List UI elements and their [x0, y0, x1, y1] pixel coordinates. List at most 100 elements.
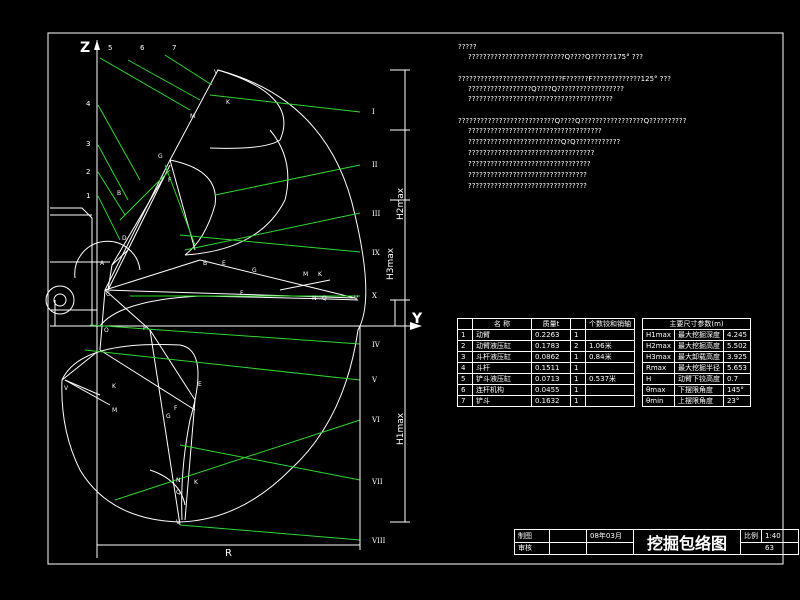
- part-number-4: 4: [86, 100, 91, 108]
- point-label-M-top: M: [190, 113, 195, 120]
- roman-X: X: [372, 292, 377, 300]
- part-number-7: 7: [172, 44, 176, 52]
- point-label-O: O: [104, 327, 109, 334]
- point-label-Q-low: Q: [176, 489, 181, 496]
- point-label-B-upper: B: [117, 190, 121, 197]
- point-label-D: D: [122, 235, 127, 242]
- point-label-A: A: [100, 260, 105, 267]
- parts-table-header: 名 称 质量t 个数铰和销轴: [457, 318, 635, 330]
- point-labels: V M K G F B D A C E B G F M K Q V N O P …: [64, 69, 359, 526]
- lower-inner-arc: [61, 343, 199, 521]
- r-label: R: [225, 548, 232, 559]
- outer-envelope: [61, 69, 367, 523]
- machine-base: [45, 207, 141, 326]
- roman-VI: VI: [371, 416, 380, 424]
- h2max-label: H2max: [396, 187, 406, 220]
- h1max-label: H1max: [396, 412, 406, 445]
- digging-arc: [99, 295, 359, 327]
- dimension-lines: [54, 69, 410, 550]
- envelope-curves: [61, 69, 367, 523]
- part-number-5: 5: [108, 44, 112, 52]
- part-number-6: 6: [140, 44, 145, 52]
- check-label: 审核: [514, 541, 550, 555]
- parts-header-name: 名 称: [472, 318, 532, 330]
- parts-header-pin: 个数铰和销轴: [585, 318, 635, 330]
- point-label-K-mid: K: [318, 271, 323, 278]
- roman-V: V: [371, 376, 378, 384]
- point-label-V-top: V: [214, 69, 219, 76]
- point-label-V-mid: V: [354, 295, 359, 302]
- dims-table-header: 主要尺寸参数(m): [641, 318, 752, 330]
- boom-structure: [64, 69, 356, 526]
- point-label-N-mid: N: [312, 295, 317, 302]
- point-label-K-low: K: [112, 383, 117, 390]
- point-label-F-top: F: [168, 177, 172, 184]
- title-block: 制图 08年03月 挖掘包络图 比例 1:40 审核 63: [514, 529, 799, 555]
- point-label-K-bottom: K: [194, 479, 199, 486]
- roman-IX: IX: [372, 249, 380, 257]
- point-label-G-mid: G: [252, 267, 257, 274]
- h3max-label: H3max: [386, 247, 396, 280]
- sheet-border: [47, 32, 784, 565]
- small-arc: [169, 159, 216, 256]
- note-line-8: ?????????????????????????Q?Q????????????: [468, 138, 621, 146]
- part-number-1: 1: [86, 192, 90, 200]
- point-label-C: C: [106, 291, 110, 298]
- y-axis-label: Y: [411, 311, 423, 327]
- point-label-E: E: [222, 260, 226, 267]
- drawing-title: 挖掘包络图: [633, 529, 741, 555]
- note-line-7: ????????????????????????????????????: [468, 127, 602, 135]
- point-label-K-top: K: [226, 99, 231, 106]
- draw-label: 制图: [514, 529, 550, 543]
- roman-labels: I II III IX X IV V VI VII VIII: [371, 108, 386, 545]
- roman-II: II: [372, 161, 378, 169]
- sheet-number: 63: [740, 541, 799, 555]
- point-label-G-low: G: [166, 413, 171, 420]
- roman-III: III: [372, 210, 381, 218]
- note-line-6: ??????????????????????????Q????Q????????…: [458, 117, 687, 125]
- roman-VIII: VIII: [371, 537, 386, 545]
- point-label-Q-mid: Q: [322, 295, 327, 302]
- point-label-P: P: [143, 325, 147, 332]
- point-label-F-low: F: [174, 405, 178, 412]
- date-value: 08年03月: [586, 529, 634, 543]
- upper-inner-arc: [209, 69, 285, 149]
- point-label-M-mid: M: [303, 271, 308, 278]
- mid-arc: [184, 129, 289, 256]
- part-number-2: 2: [86, 168, 90, 176]
- point-label-M-low: M: [112, 407, 117, 414]
- bottom-curve: [149, 469, 186, 506]
- point-label-N-low: N: [176, 477, 181, 484]
- note-line-9: ??????????????????????????????????: [468, 149, 595, 157]
- note-line-3: ????????????????????????????F??????F????…: [458, 75, 671, 83]
- point-label-E-low: E: [198, 381, 202, 388]
- parts-header-mass: 质量t: [531, 318, 571, 330]
- roman-IV: IV: [372, 341, 381, 349]
- roman-I: I: [372, 108, 375, 116]
- green-leaders: [84, 54, 361, 541]
- dims-header: 主要尺寸参数(m): [641, 318, 752, 330]
- note-line-1: ?????: [458, 43, 477, 51]
- part-number-labels: 5 6 7 4 3 2 1: [86, 44, 176, 200]
- note-line-11: ????????????????????????????????: [468, 171, 587, 179]
- scale-label: 比例: [740, 529, 762, 543]
- scale-value: 1:40: [761, 529, 799, 543]
- roman-VII: VII: [371, 478, 383, 486]
- point-label-V-bottom: V: [176, 519, 181, 526]
- point-label-G: G: [158, 153, 163, 160]
